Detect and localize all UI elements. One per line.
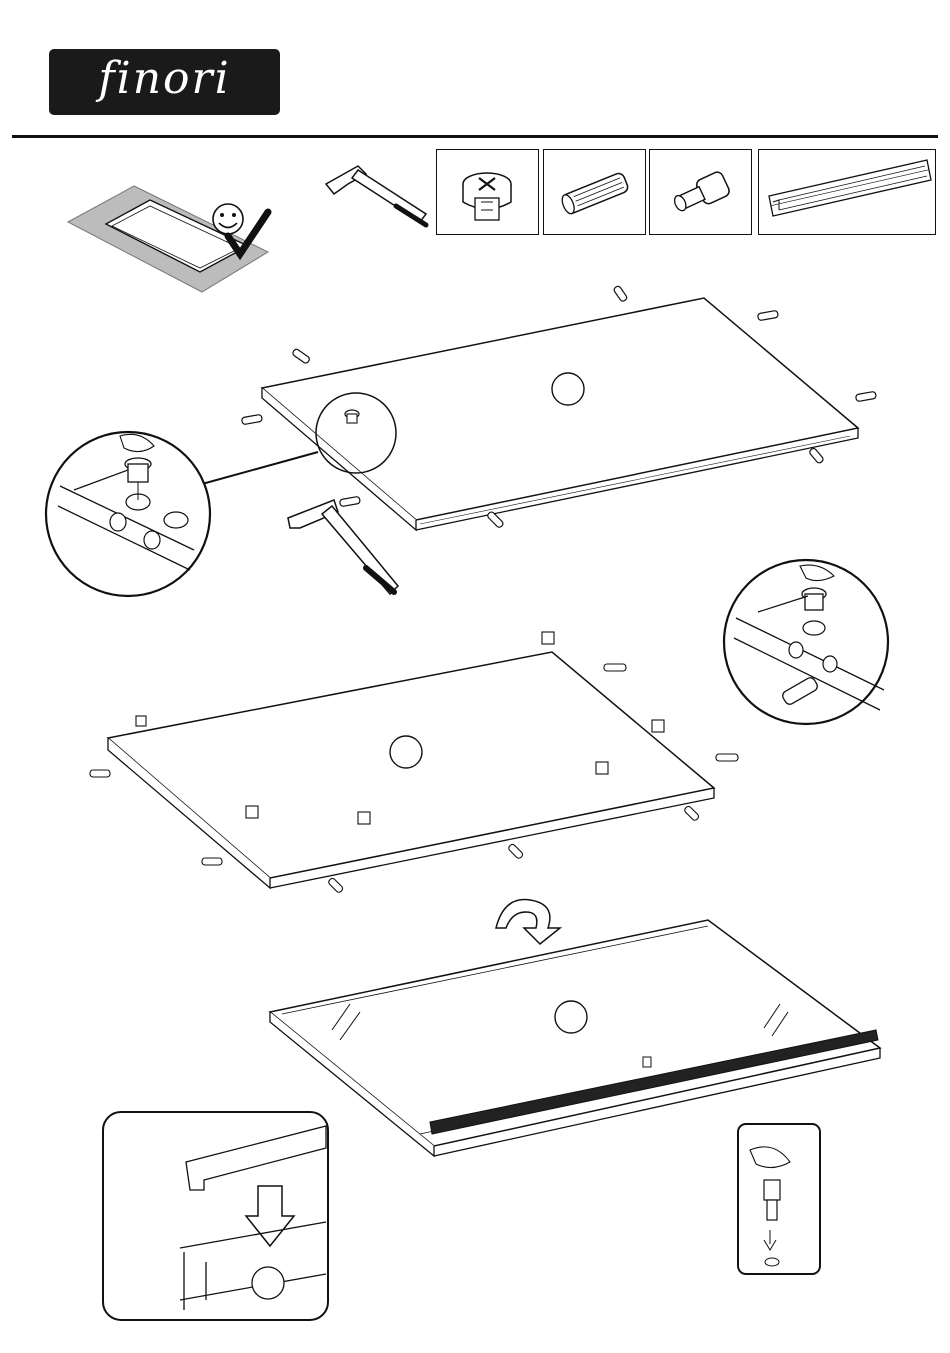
- step-work-on-soft-surface: [68, 186, 268, 292]
- zoom-detail-cam-bolt: [724, 560, 888, 724]
- step-insert-cam-locks: [90, 632, 738, 893]
- step-insert-dowels-with-hammer: [202, 285, 876, 530]
- hammer-icon: [288, 500, 398, 594]
- detail-box-rail-insert: [103, 1112, 328, 1320]
- zoom-detail-cam-lock: [46, 432, 210, 596]
- detail-box-cam-bolt: [738, 1124, 820, 1274]
- flip-arrow-icon: [496, 900, 560, 944]
- step-mount-guide-rail: [270, 920, 880, 1156]
- smiley-icon: [213, 204, 243, 234]
- cam-lock-icon: [345, 410, 359, 423]
- hammer-icon: [326, 166, 426, 225]
